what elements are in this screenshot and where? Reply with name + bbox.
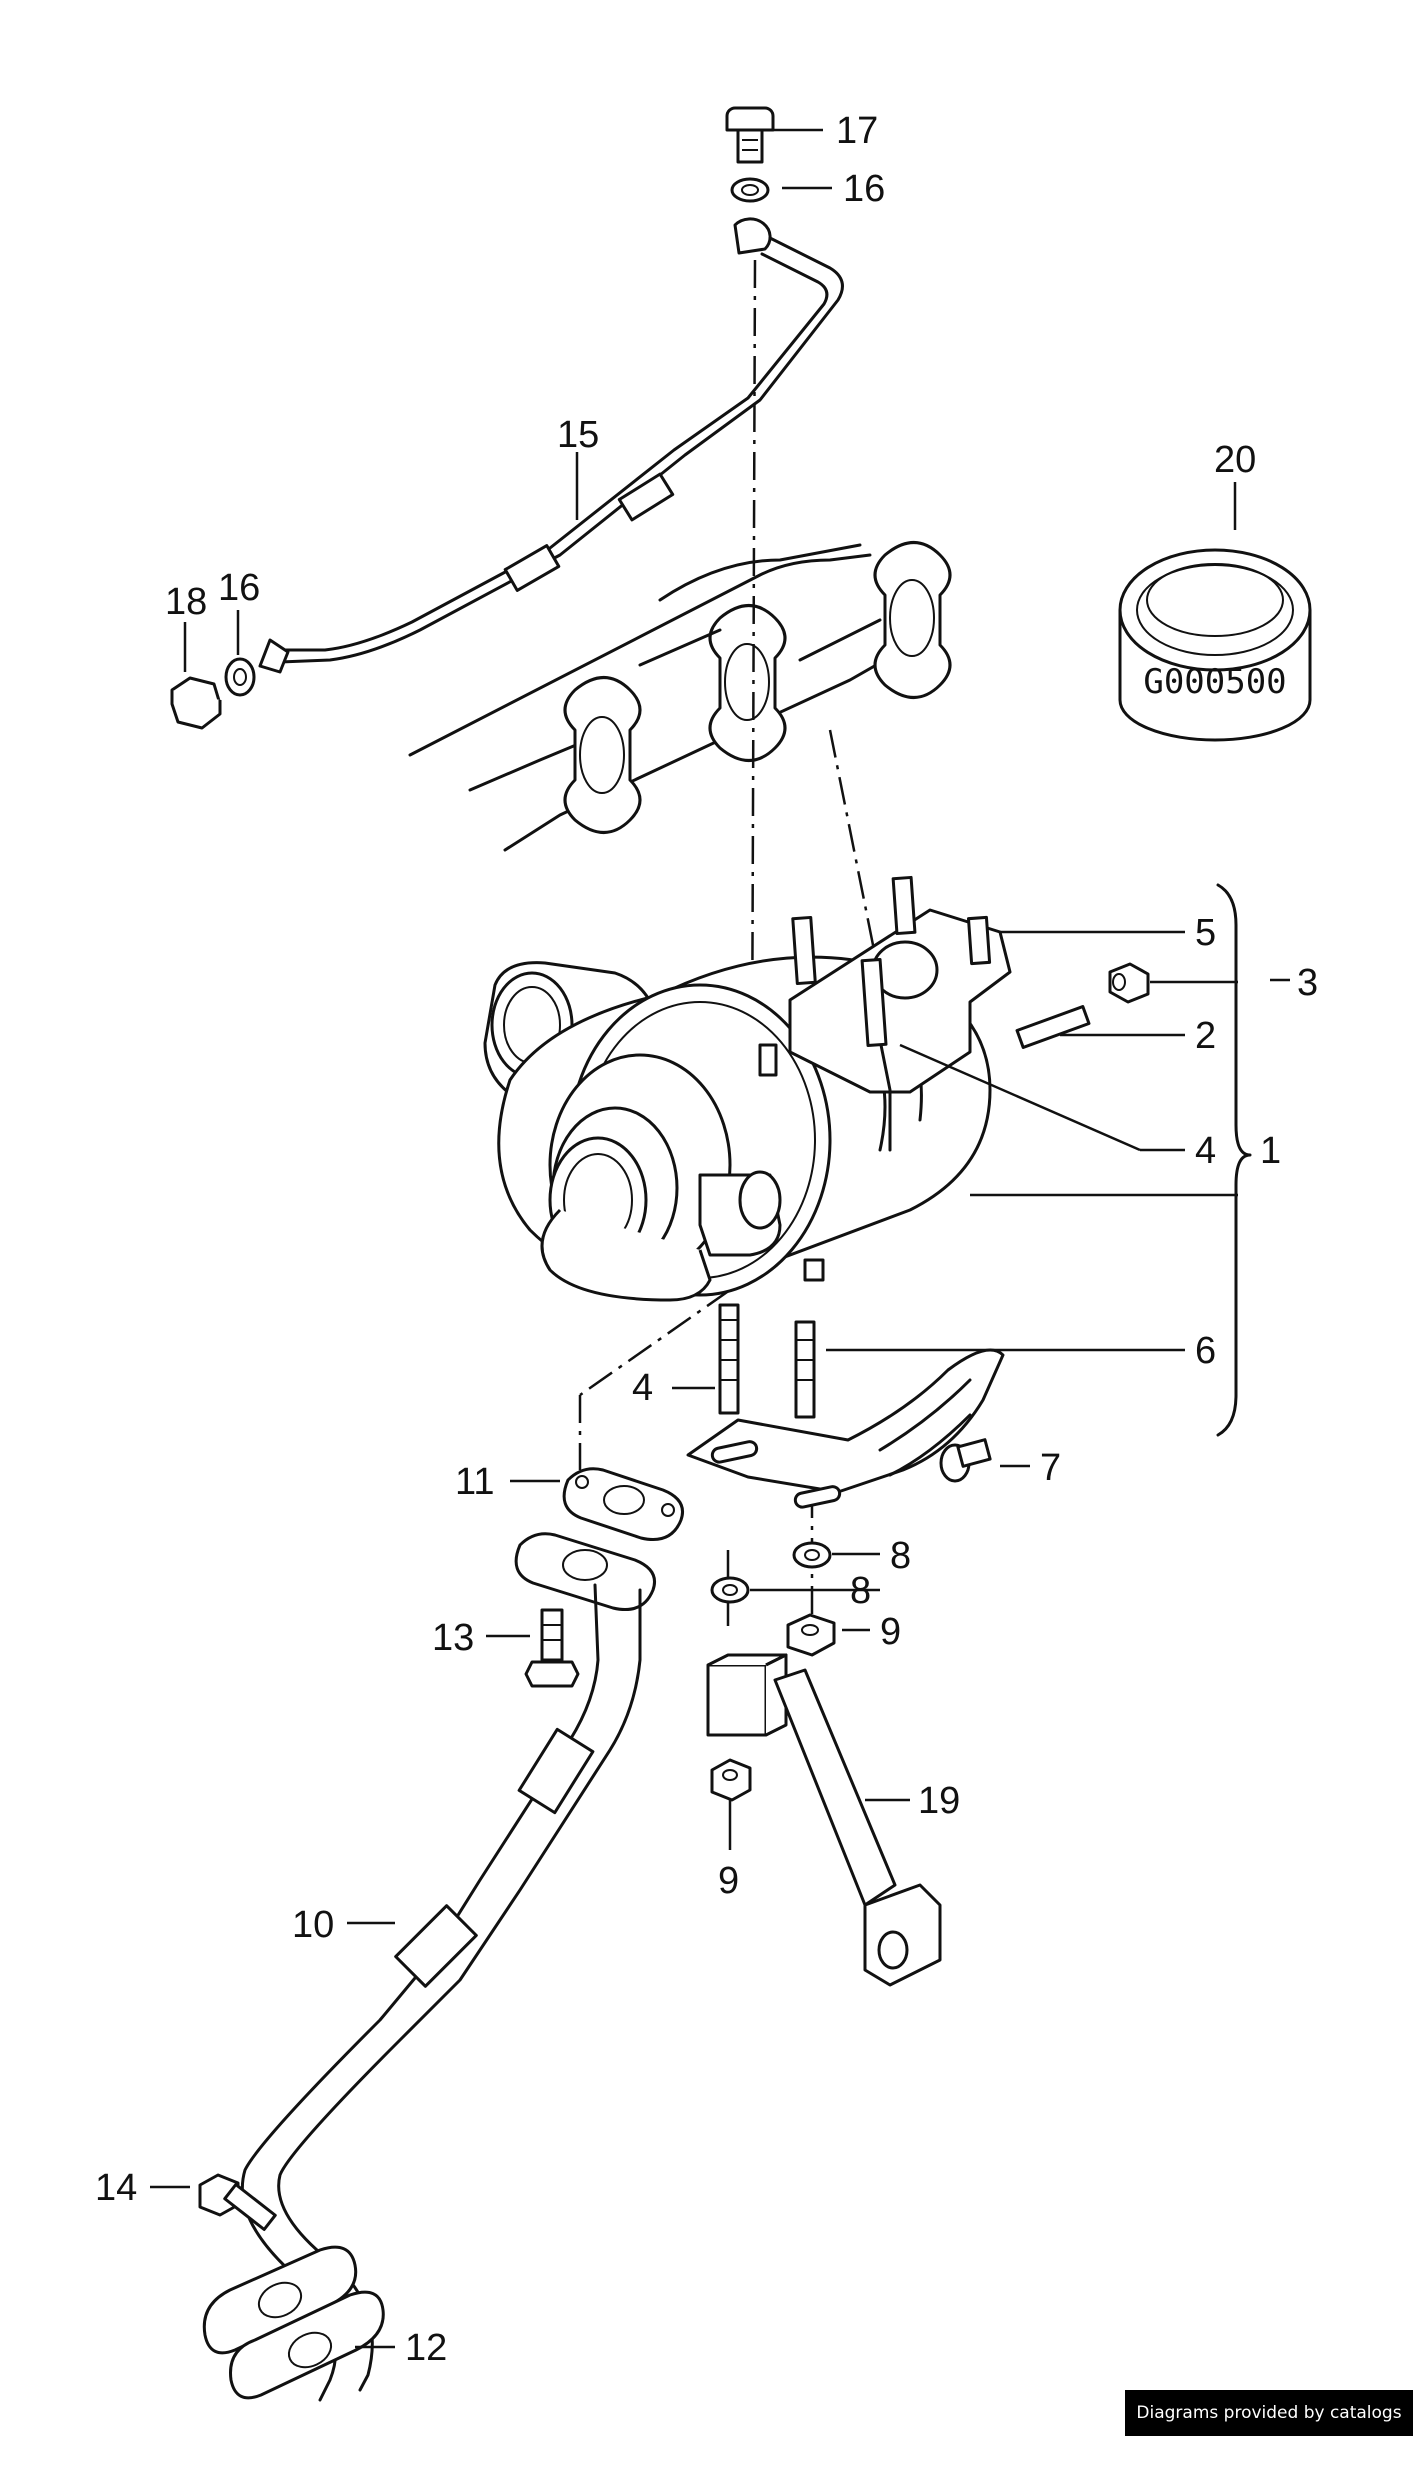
label-4-upper: 4 <box>1195 1130 1216 1172</box>
label-18: 18 <box>165 581 207 623</box>
leader-lines <box>150 128 1290 2349</box>
label-11: 11 <box>455 1461 494 1503</box>
assembly-brace <box>1216 883 1252 1437</box>
label-20: 20 <box>1214 439 1256 481</box>
label-3: 3 <box>1297 962 1318 1004</box>
nut-9-lower <box>710 1758 752 1802</box>
bolt-14 <box>198 2173 277 2231</box>
ring-part-20 <box>1118 548 1312 742</box>
label-9-upper: 9 <box>880 1611 901 1653</box>
credit-badge: Diagrams provided by catalogs parts <box>1125 2390 1413 2469</box>
part-labels: 17 16 15 18 16 20 5 3 2 4 1 6 4 7 11 8 8… <box>95 110 1318 2369</box>
bolt-7 <box>939 1438 992 1483</box>
label-15: 15 <box>557 414 599 456</box>
label-17: 17 <box>836 110 878 152</box>
label-8-right: 8 <box>890 1535 911 1577</box>
label-13: 13 <box>432 1617 474 1659</box>
washer-16-top <box>730 177 770 203</box>
label-4-lower: 4 <box>632 1367 653 1409</box>
nut-9-upper <box>786 1613 836 1657</box>
label-7: 7 <box>1040 1447 1061 1489</box>
label-9-lower: 9 <box>718 1860 739 1902</box>
gasket-12 <box>202 2245 385 2400</box>
label-14: 14 <box>95 2167 137 2209</box>
stud-2 <box>1015 1005 1091 1049</box>
washer-8-right <box>792 1541 832 1569</box>
stud-4-lower <box>718 1303 740 1415</box>
label-5: 5 <box>1195 912 1216 954</box>
gasket-11 <box>562 1467 684 1541</box>
label-10: 10 <box>292 1904 334 1946</box>
oil-supply-line-15 <box>258 217 844 674</box>
stud-6 <box>794 1320 816 1419</box>
label-16-left: 16 <box>218 567 260 609</box>
label-6: 6 <box>1195 1330 1216 1372</box>
washer-16-left <box>224 657 256 697</box>
exhaust-manifold <box>408 541 952 852</box>
nut-18 <box>170 676 222 730</box>
label-8-left: 8 <box>850 1570 871 1612</box>
label-16-top: 16 <box>843 168 885 210</box>
nut-3 <box>1108 962 1150 1004</box>
bolt-13 <box>524 1608 580 1688</box>
washer-8-left <box>710 1576 750 1604</box>
label-2: 2 <box>1195 1015 1216 1057</box>
label-12: 12 <box>405 2327 447 2369</box>
banjo-bolt-17 <box>725 106 775 164</box>
turbocharger-1 <box>483 875 1012 1302</box>
reference-code: G000500 <box>1143 662 1286 702</box>
label-19: 19 <box>918 1780 960 1822</box>
label-1: 1 <box>1260 1130 1281 1172</box>
support-bar-19 <box>706 1653 942 1987</box>
